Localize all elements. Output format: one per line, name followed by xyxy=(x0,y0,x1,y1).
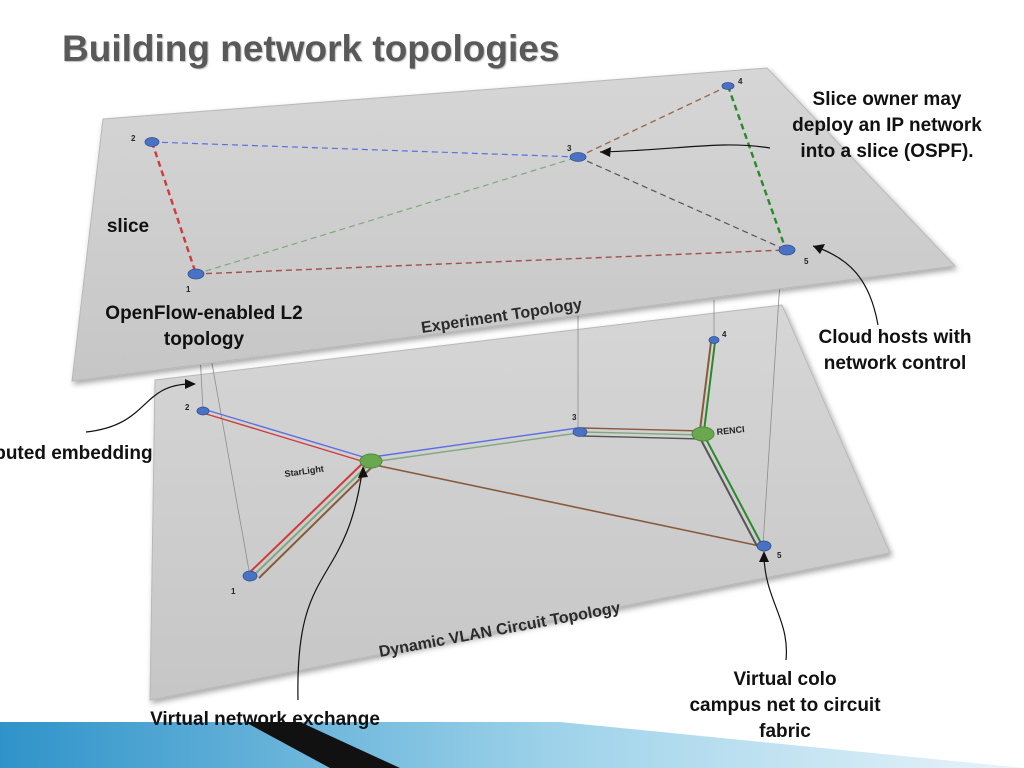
circuit-link xyxy=(699,437,758,547)
slice-callout: slice xyxy=(106,216,150,237)
experiment-links xyxy=(150,85,788,275)
starlight-site xyxy=(359,453,383,469)
circuit-link xyxy=(581,435,703,440)
cloud-hosts-arrow xyxy=(812,245,879,326)
circuit-link xyxy=(247,461,365,575)
circuit-node-5 xyxy=(756,540,772,552)
circuit-plane xyxy=(149,304,891,701)
openflow-callout: OpenFlow-enabled L2 topology xyxy=(105,303,303,350)
circuit-node-2 xyxy=(196,406,210,416)
computed-embedding-callout: Computed embedding xyxy=(0,443,153,464)
circuit-link xyxy=(704,436,763,546)
circuit-node-label-2: 2 xyxy=(185,403,190,412)
experiment-link xyxy=(151,141,579,158)
circuit-link xyxy=(699,341,712,431)
experiment-node-label-2: 2 xyxy=(131,134,136,143)
computed-embedding-arrow xyxy=(85,383,191,433)
slice-owner-callout: Slice owner may deploy an IP network int… xyxy=(792,89,982,162)
bottom-ribbon xyxy=(0,722,1024,768)
experiment-link xyxy=(150,141,198,275)
experiment-node-label-4: 4 xyxy=(738,77,743,86)
experiment-plane xyxy=(71,67,957,382)
circuit-link xyxy=(202,412,369,464)
circuit-node-3 xyxy=(572,427,588,437)
circuit-node-label-3: 3 xyxy=(572,413,577,422)
experiment-node-2 xyxy=(144,137,160,147)
circuit-link xyxy=(581,431,703,436)
renci-site xyxy=(691,426,715,442)
slice-owner-arrow xyxy=(599,144,771,153)
circuit-link xyxy=(252,464,369,577)
circuit-node-label-1: 1 xyxy=(231,587,236,596)
virtual-colo-callout: Virtual colo campus net to circuit fabri… xyxy=(689,669,881,742)
arrowhead-icon xyxy=(358,466,368,478)
arrowhead-icon xyxy=(759,551,769,562)
arrowhead-icon xyxy=(185,379,196,389)
experiment-link xyxy=(577,156,787,251)
circuit-node-label-5: 5 xyxy=(777,551,782,560)
circuit-node-1 xyxy=(242,570,258,582)
arrowhead-icon xyxy=(600,147,611,157)
circuit-node-4 xyxy=(708,336,720,344)
experiment-node-4 xyxy=(721,82,735,90)
experiment-node-1 xyxy=(187,268,205,280)
circuit-link xyxy=(202,408,371,460)
experiment-link xyxy=(726,85,788,251)
experiment-node-label-5: 5 xyxy=(804,257,809,266)
experiment-node-label-3: 3 xyxy=(567,144,572,153)
slide-title: Building network topologies xyxy=(62,28,560,69)
cloud-hosts-callout: Cloud hosts with network control xyxy=(818,327,972,374)
circuit-link xyxy=(371,427,579,458)
virtual-colo-arrow xyxy=(763,555,788,661)
experiment-nodes: 2 1 3 4 5 xyxy=(131,77,809,294)
circuit-link xyxy=(258,466,373,579)
circuit-links xyxy=(202,341,763,579)
circuit-nodes: 2 1 3 4 5 xyxy=(185,330,782,596)
experiment-link xyxy=(577,85,729,158)
virtual-exchange-arrow xyxy=(297,471,363,701)
virtual-exchange-callout: Virtual network exchange xyxy=(150,709,380,730)
experiment-node-3 xyxy=(569,152,587,162)
experiment-node-label-1: 1 xyxy=(186,285,191,294)
experiment-node-5 xyxy=(778,244,796,256)
experiment-link xyxy=(195,249,787,275)
callout-arrows xyxy=(85,144,879,701)
renci-label: RENCI xyxy=(716,424,745,437)
circuit-link xyxy=(581,427,703,432)
circuit-node-label-4: 4 xyxy=(722,330,727,339)
experiment-link xyxy=(195,156,579,275)
arrowhead-icon xyxy=(813,244,825,254)
circuit-link xyxy=(374,464,761,547)
circuit-link xyxy=(371,432,579,463)
circuit-link xyxy=(703,341,716,432)
